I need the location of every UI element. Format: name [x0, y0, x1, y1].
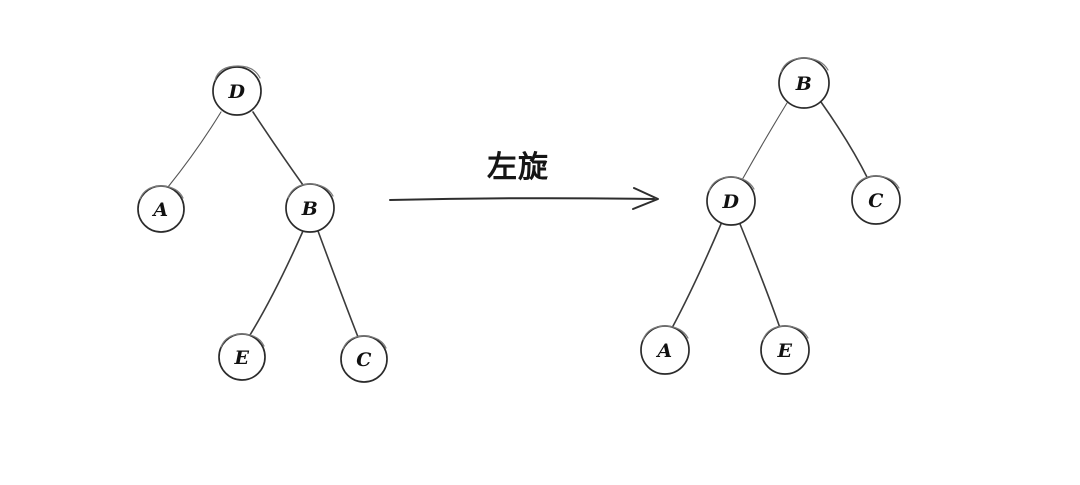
rotation-label: 左旋	[487, 150, 549, 185]
node-b-left[interactable]: B	[285, 183, 335, 233]
right-tree: B D C A	[640, 57, 901, 375]
left-tree-edges	[167, 111, 359, 338]
node-c-right-label: C	[868, 190, 884, 212]
node-e-right-label: E	[777, 340, 793, 362]
node-b-right-label: B	[795, 73, 813, 95]
edge-b-d	[741, 102, 788, 181]
node-a-right-label: A	[655, 340, 672, 362]
node-d-left-label: D	[228, 81, 246, 103]
right-tree-nodes: B D C A	[640, 57, 901, 375]
edge-b-c-right	[820, 101, 869, 180]
left-tree: D A B E	[137, 65, 388, 383]
node-a-right[interactable]: A	[640, 325, 690, 375]
right-tree-edges	[671, 101, 869, 329]
edge-b-c	[317, 230, 359, 338]
arrow-head-icon	[632, 187, 659, 210]
node-a-left-label: A	[151, 199, 168, 221]
node-c-left[interactable]: C	[340, 335, 388, 383]
node-e-left[interactable]: E	[218, 333, 266, 381]
node-b-right[interactable]: B	[778, 57, 830, 109]
edge-d-a-right	[671, 223, 722, 329]
node-d-right[interactable]: D	[706, 176, 756, 226]
left-tree-nodes: D A B E	[137, 65, 388, 383]
edge-b-e	[249, 230, 304, 336]
node-d-left[interactable]: D	[212, 65, 262, 116]
rotation-arrow	[389, 187, 659, 210]
node-d-right-label: D	[722, 191, 740, 213]
arrow-shaft	[389, 197, 655, 201]
node-c-right[interactable]: C	[851, 175, 901, 225]
node-c-left-label: C	[356, 349, 372, 371]
edge-d-e-right	[739, 223, 781, 329]
node-b-left-label: B	[301, 198, 319, 220]
edge-d-a	[167, 111, 222, 188]
node-a-left[interactable]: A	[137, 185, 185, 233]
node-e-left-label: E	[234, 347, 250, 369]
node-e-right[interactable]: E	[760, 325, 810, 375]
edge-d-b	[252, 111, 304, 186]
